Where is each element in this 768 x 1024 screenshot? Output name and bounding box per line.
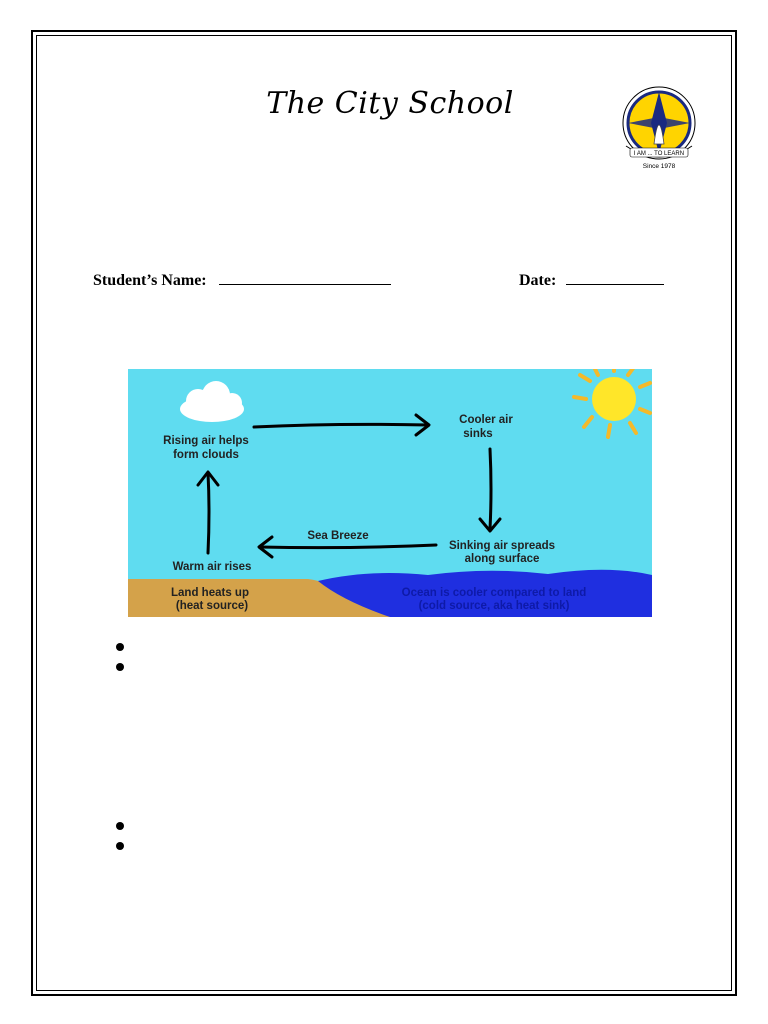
label-rising-air-2: form clouds [173,449,239,461]
bullet-point [116,842,124,850]
logo-motto: I AM ... TO LEARN [634,151,684,157]
label-sinking-air-2: along surface [465,553,540,565]
bullet-point [116,822,124,830]
sun-icon [572,369,652,439]
student-name-label: Student’s Name: [93,272,207,289]
school-crest-icon: I AM ... TO LEARN Since 1978 [622,86,696,170]
land-area [128,579,393,617]
date-blank[interactable] [566,270,665,285]
page-border-outer [31,30,737,996]
label-land-2: (heat source) [176,600,248,612]
arrow-sea-breeze [258,543,438,550]
date-label: Date: [519,272,557,289]
student-name-blank[interactable] [218,270,391,285]
label-cooler-air-1: Cooler air [459,414,513,426]
label-ocean-2: (cold source, aka heat sink) [419,600,570,612]
label-sea-breeze: Sea Breeze [307,530,368,542]
ocean-area [318,569,652,617]
label-cooler-air-2: sinks [463,428,492,440]
label-sinking-air-1: Sinking air spreads [449,540,555,552]
cloud-icon [180,381,244,422]
label-ocean-1: Ocean is cooler compared to land [402,587,587,599]
bullet-point [116,643,124,651]
school-title: The City School [266,86,514,121]
bullet-point [116,663,124,671]
arrow-top [252,422,430,429]
logo-since: Since 1978 [643,163,676,170]
label-warm-air: Warm air rises [173,561,252,573]
date-field: Date: [519,270,665,290]
arrow-right-down [488,447,493,531]
student-name-field: Student’s Name: [93,270,391,290]
sea-breeze-diagram: Rising air helps form clouds Cooler air … [128,369,652,617]
page-border-inner [36,35,732,991]
label-rising-air-1: Rising air helps [163,435,249,447]
label-land-1: Land heats up [171,587,249,599]
arrow-warm-rise [206,471,211,555]
